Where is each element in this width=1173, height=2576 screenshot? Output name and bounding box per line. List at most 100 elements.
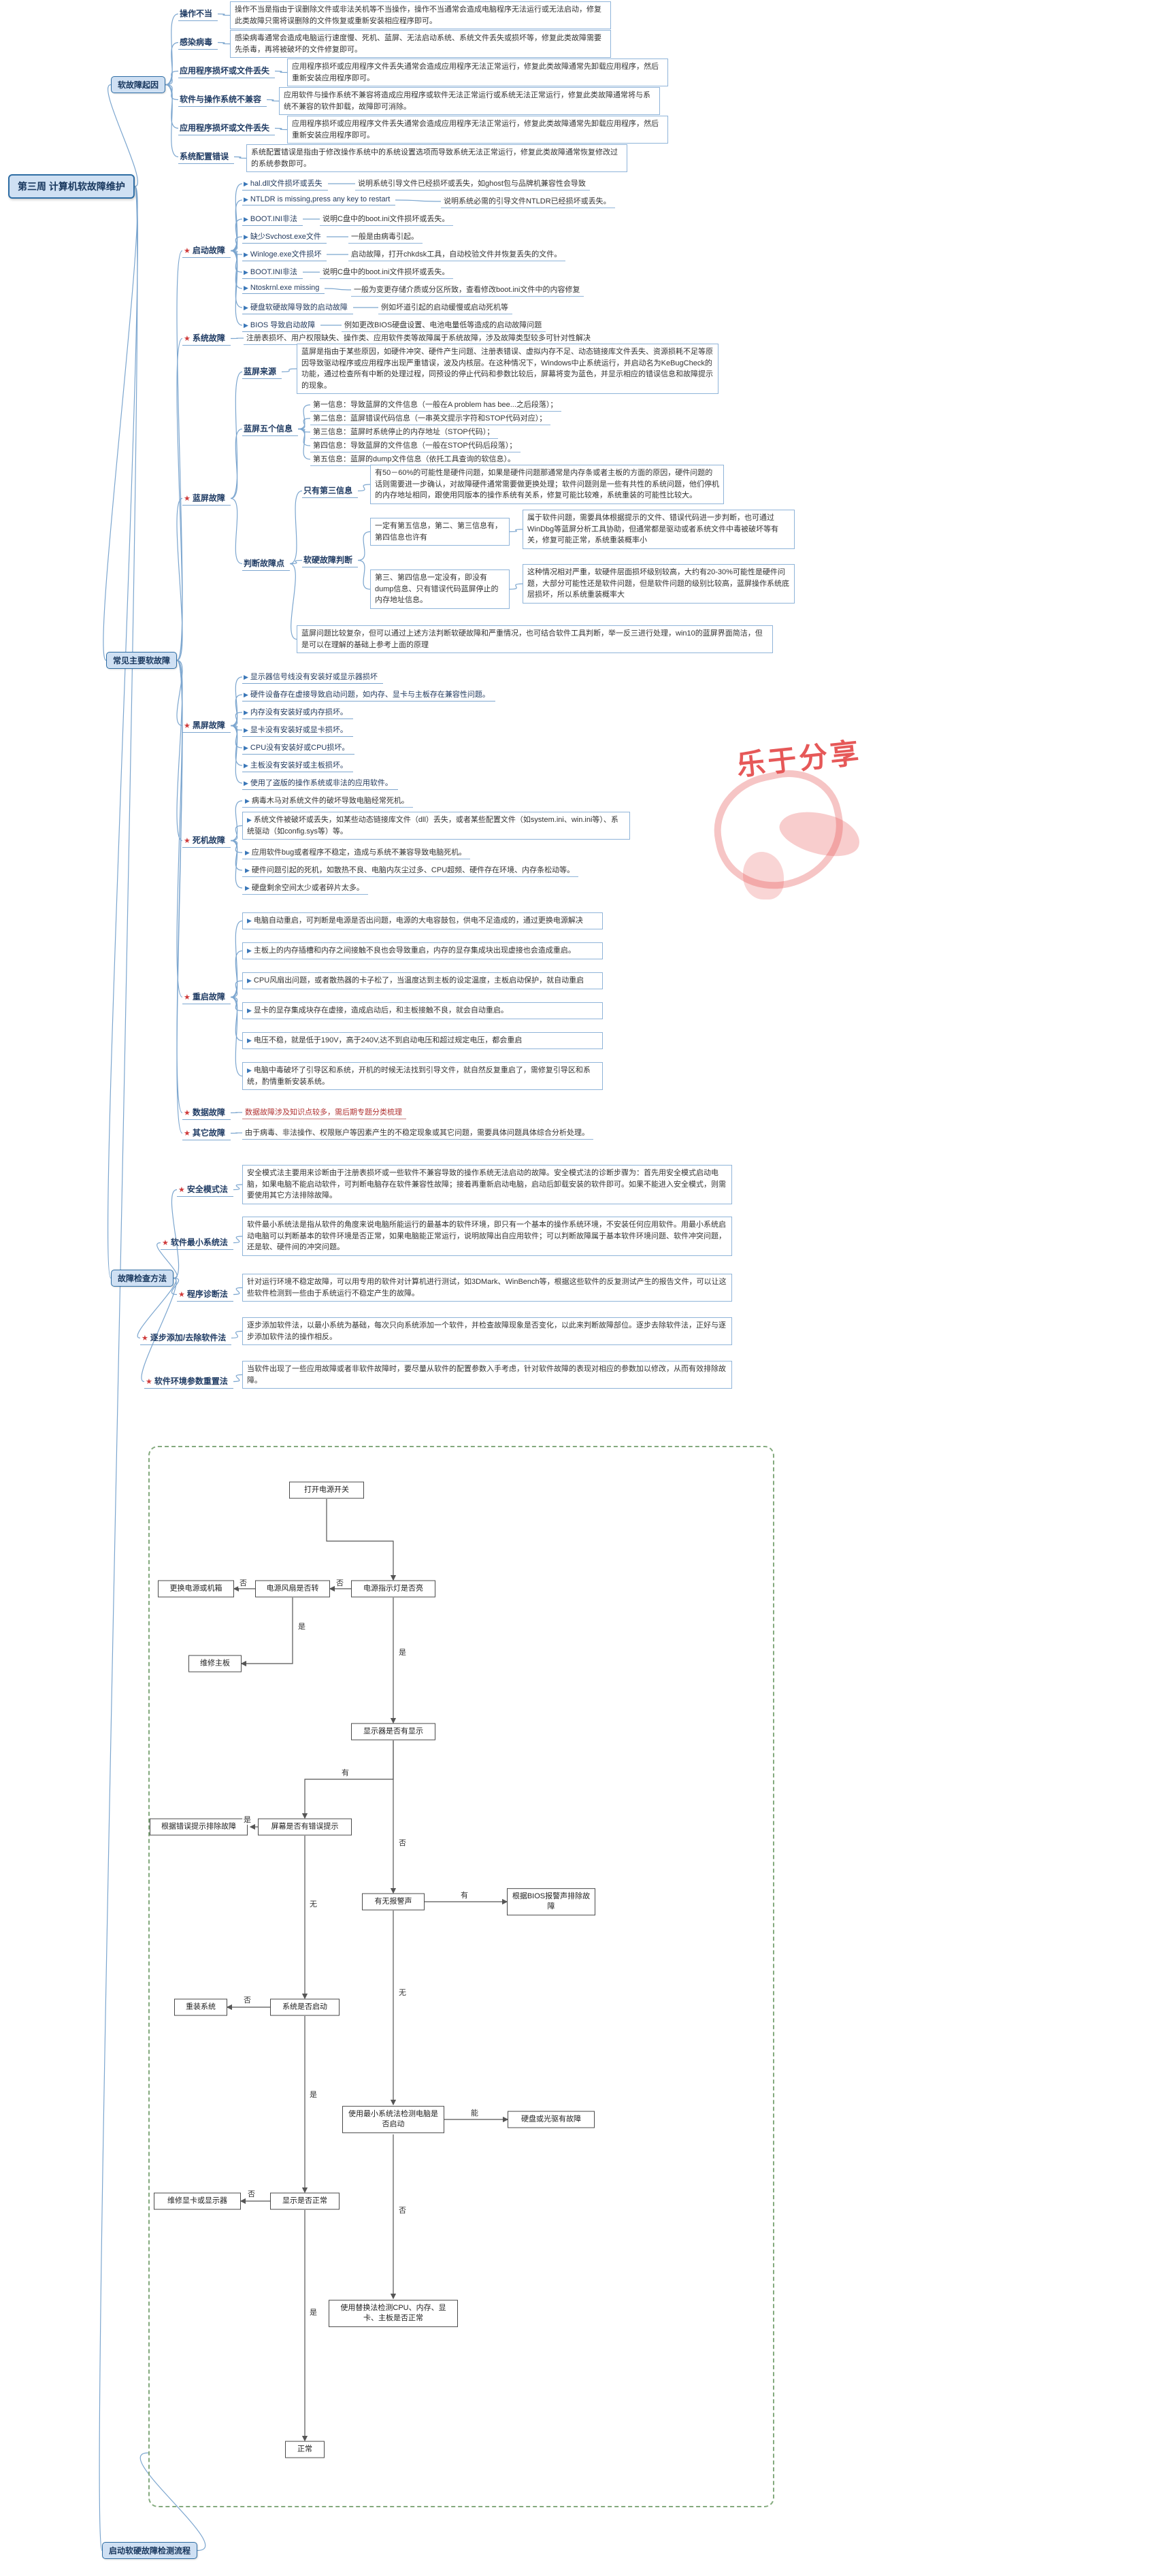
mindmap-edge: [289, 563, 297, 640]
mm-t15: 应用程序损坏或文件丢失: [178, 121, 276, 135]
mm-d5: ▶硬盘剩余空间太少或者碎片太多。: [242, 881, 368, 895]
mm-s22: ★系统故障: [182, 331, 231, 346]
mm-root: 第三周 计算机软故障维护: [8, 174, 135, 199]
mm-s26: ★重启故障: [182, 990, 231, 1004]
mm-qn5: 启动故障，打开chkdsk工具，自动校验文件并恢复丢失的文件。: [348, 248, 566, 261]
mm-n2323: 第三信息：蓝屏时系统停止的内存地址（STOP代码）；: [310, 425, 499, 439]
mm-qn3: 说明C盘中的boot.ini文件损坏或丢失。: [320, 212, 454, 226]
mm-t231: 蓝屏来源: [242, 365, 282, 379]
arrow-icon: ▶: [245, 797, 250, 804]
mindmap-edge: [99, 186, 138, 2552]
mm-label: 应用软件与操作系统不兼容将造成应用程序或软件无法正常运行或系统无法正常运行，修复…: [284, 91, 650, 111]
mindmap-edge: [233, 1236, 243, 1244]
mm-label: 电脑自动重启，可判断是电源是否出问题，电源的大电容鼓包，供电不足造成的，通过更换…: [253, 917, 583, 925]
mindmap-edge: [231, 1330, 243, 1339]
star-icon: ★: [184, 495, 191, 503]
arrow-icon: ▶: [244, 251, 248, 258]
mm-d2: ▶系统文件被破坏或丢失，如某些动态链接库文件（dll）丢失，或者某些配置文件（如…: [242, 812, 630, 840]
mm-in1: 属于软件问题，需要具体根据提示的文件、错误代码进一步判断，也可通过WinDbg等…: [523, 510, 795, 549]
mindmap-edge: [230, 1112, 243, 1114]
mm-t2332: 软硬故障判断: [302, 553, 359, 567]
arrow-icon: ▶: [245, 849, 250, 856]
mindmap-edge: [230, 996, 243, 1042]
star-icon: ★: [184, 722, 191, 730]
arrow-icon: ▶: [244, 709, 248, 716]
flow-reinstall: 重装系统: [174, 1998, 227, 2016]
mm-label: 说明系统必需的引导文件NTLDR已经损坏或丢失。: [444, 197, 611, 205]
mm-label: 由于病毒、非法操作、权限账户等因素产生的不稳定现象或其它问题，需要具体问题具体综…: [245, 1129, 589, 1137]
mindmap-edge: [217, 13, 231, 16]
arrow-icon: ▶: [247, 977, 252, 984]
mm-b2: 常见主要软故障: [106, 652, 178, 669]
mm-label: BOOT.INI非法: [250, 215, 297, 223]
mm-n22: 注册表损坏、用户权限缺失、操作类、应用软件类等故障属于系统故障，涉及故障类型较多…: [244, 331, 595, 345]
mm-r6: ▶电脑中毒破坏了引导区和系统，开机的时候无法找到引导文件，就自然反复重启了，需修…: [242, 1062, 603, 1090]
mm-n32: 软件最小系统法是指从软件的角度来说电脑所能运行的最基本的软件环境，即只有一个基本…: [242, 1217, 732, 1256]
mm-label: 软件环境参数重置法: [154, 1376, 228, 1386]
mm-n15: 应用程序损坏或应用程序文件丢失通常会造成应用程序无法正常运行，修复此类故障通常先…: [287, 116, 668, 144]
flow-replace-psu: 更换电源或机箱: [158, 1580, 234, 1598]
mindmap-edge: [233, 1184, 243, 1191]
mm-s33: ★程序诊断法: [177, 1287, 233, 1302]
mindmap-edge: [171, 1189, 180, 1279]
mm-label: hal.dll文件损坏或丢失: [250, 180, 323, 188]
mindmap-edge: [230, 199, 243, 252]
mm-label: 显示器信号线没有安装好或显示器损坏: [250, 673, 378, 681]
mm-s24: ★黑屏故障: [182, 719, 231, 733]
mm-b3: 故障检查方法: [111, 1270, 174, 1287]
mm-n31: 安全模式法主要用来诊断由于注册表损坏或一些软件不兼容导致的操作系统无法启动的故障…: [242, 1165, 732, 1204]
mm-label: 应用程序损坏或应用程序文件丢失通常会造成应用程序无法正常运行，修复此类故障通常先…: [292, 120, 659, 139]
mm-label: 使用了盗版的操作系统或非法的应用软件。: [250, 779, 393, 787]
flow-repair-mb: 维修主板: [188, 1655, 242, 1672]
arrow-icon: ▶: [244, 269, 248, 276]
arrow-icon: ▶: [247, 1007, 252, 1014]
mm-label: 蓝屏问题比较复杂，但可以通过上述方法判断软硬故障和严重情况，也可结合软件工具判断…: [301, 629, 763, 649]
mindmap-edge: [230, 840, 243, 889]
mindmap-edge: [165, 84, 179, 129]
flow-fix-by-beep: 根据BIOS报警声排除故障: [507, 1888, 595, 1915]
mm-label: 针对运行环境不稳定故障，可以用专用的软件对计算机进行测试，如3DMark、Win…: [247, 1278, 727, 1298]
star-icon: ★: [184, 1129, 191, 1138]
star-icon: ★: [178, 1186, 185, 1194]
mm-n2321: 第一信息：导致蓝屏的文件信息（一般在A problem has bee...之后…: [310, 398, 562, 412]
mm-t11: 操作不当: [178, 7, 218, 21]
mm-label: 启动故障，打开chkdsk工具，自动校验文件并恢复丢失的文件。: [351, 250, 562, 259]
mm-n2324: 第四信息：导致蓝屏的文件信息（一般在STOP代码后段落）；: [310, 439, 521, 452]
mm-n12: 感染病毒通常会造成电脑运行速度慢、死机、蓝屏、无法启动系统、系统文件丢失或损坏等…: [230, 30, 611, 58]
mindmap-edge: [395, 199, 442, 202]
mindmap-edge: [230, 694, 243, 727]
mm-n28: 由于病毒、非法操作、权限账户等因素产生的不稳定现象或其它问题，需要具体问题具体综…: [242, 1126, 593, 1140]
mm-label: 注册表损坏、用户权限缺失、操作类、应用软件类等故障属于系统故障，涉及故障类型较多…: [246, 334, 591, 342]
mm-q2: ▶NTLDR is missing,press any key to resta…: [242, 195, 396, 205]
mm-label: 这种情况相对严重，软硬件层面损坏级别较高，大约有20-30%可能性是硬件问题，大…: [527, 568, 789, 599]
arrow-icon: ▶: [244, 284, 248, 291]
flow-fan-spin: 电源风扇是否转: [255, 1580, 330, 1598]
star-icon: ★: [178, 1291, 185, 1299]
mm-n11: 操作不当是指由于误删除文件或非法关机等不当操作，操作不当通常会造成电脑程序无法运…: [230, 1, 611, 29]
mm-q3: ▶BOOT.INI非法: [242, 212, 303, 226]
mm-label: BOOT.INI非法: [250, 268, 297, 276]
mm-s21: ★启动故障: [182, 244, 231, 258]
arrow-icon: ▶: [247, 1037, 252, 1044]
mindmap-edge: [230, 996, 243, 1077]
star-icon: ★: [146, 1378, 152, 1386]
mindmap-edge: [230, 183, 243, 252]
mindmap-edge: [324, 288, 352, 291]
mm-label: 逐步添加/去除软件法: [150, 1333, 227, 1342]
mm-q8: ▶硬盘软硬故障导致的启动故障: [242, 301, 353, 314]
mm-label: 主板上的内存插槽和内存之间接触不良也会导致重启，内存的显存集成块出现虚接也会造成…: [253, 946, 576, 955]
mm-n13: 应用程序损坏或应用程序文件丢失通常会造成应用程序无法正常运行，修复此类故障通常先…: [287, 59, 668, 86]
flow-power-on: 打开电源开关: [289, 1481, 364, 1499]
mm-label: 第二信息：蓝屏错误代码信息（一串英文提示字符和STOP代码对应）；: [313, 414, 547, 423]
mm-label: 蓝屏来源: [244, 367, 277, 376]
mindmap-edge: [274, 127, 288, 131]
flow-edge-label: 是: [242, 1814, 252, 1825]
mindmap-edge: [281, 368, 297, 373]
mm-label: 系统文件被破坏或丢失，如某些动态链接库文件（dll）丢失，或者某些配置文件（如s…: [247, 816, 618, 836]
mm-h5: ▶CPU没有安装好或CPU损坏。: [242, 741, 355, 755]
mm-label: 逐步添加软件法，以最小系统为基础，每次只向系统添加一个软件，并检查故障现象是否变…: [247, 1321, 726, 1341]
star-icon: ★: [184, 1109, 191, 1117]
mm-t14: 软件与操作系统不兼容: [178, 93, 267, 107]
mm-label: 软硬故障判断: [303, 555, 353, 565]
